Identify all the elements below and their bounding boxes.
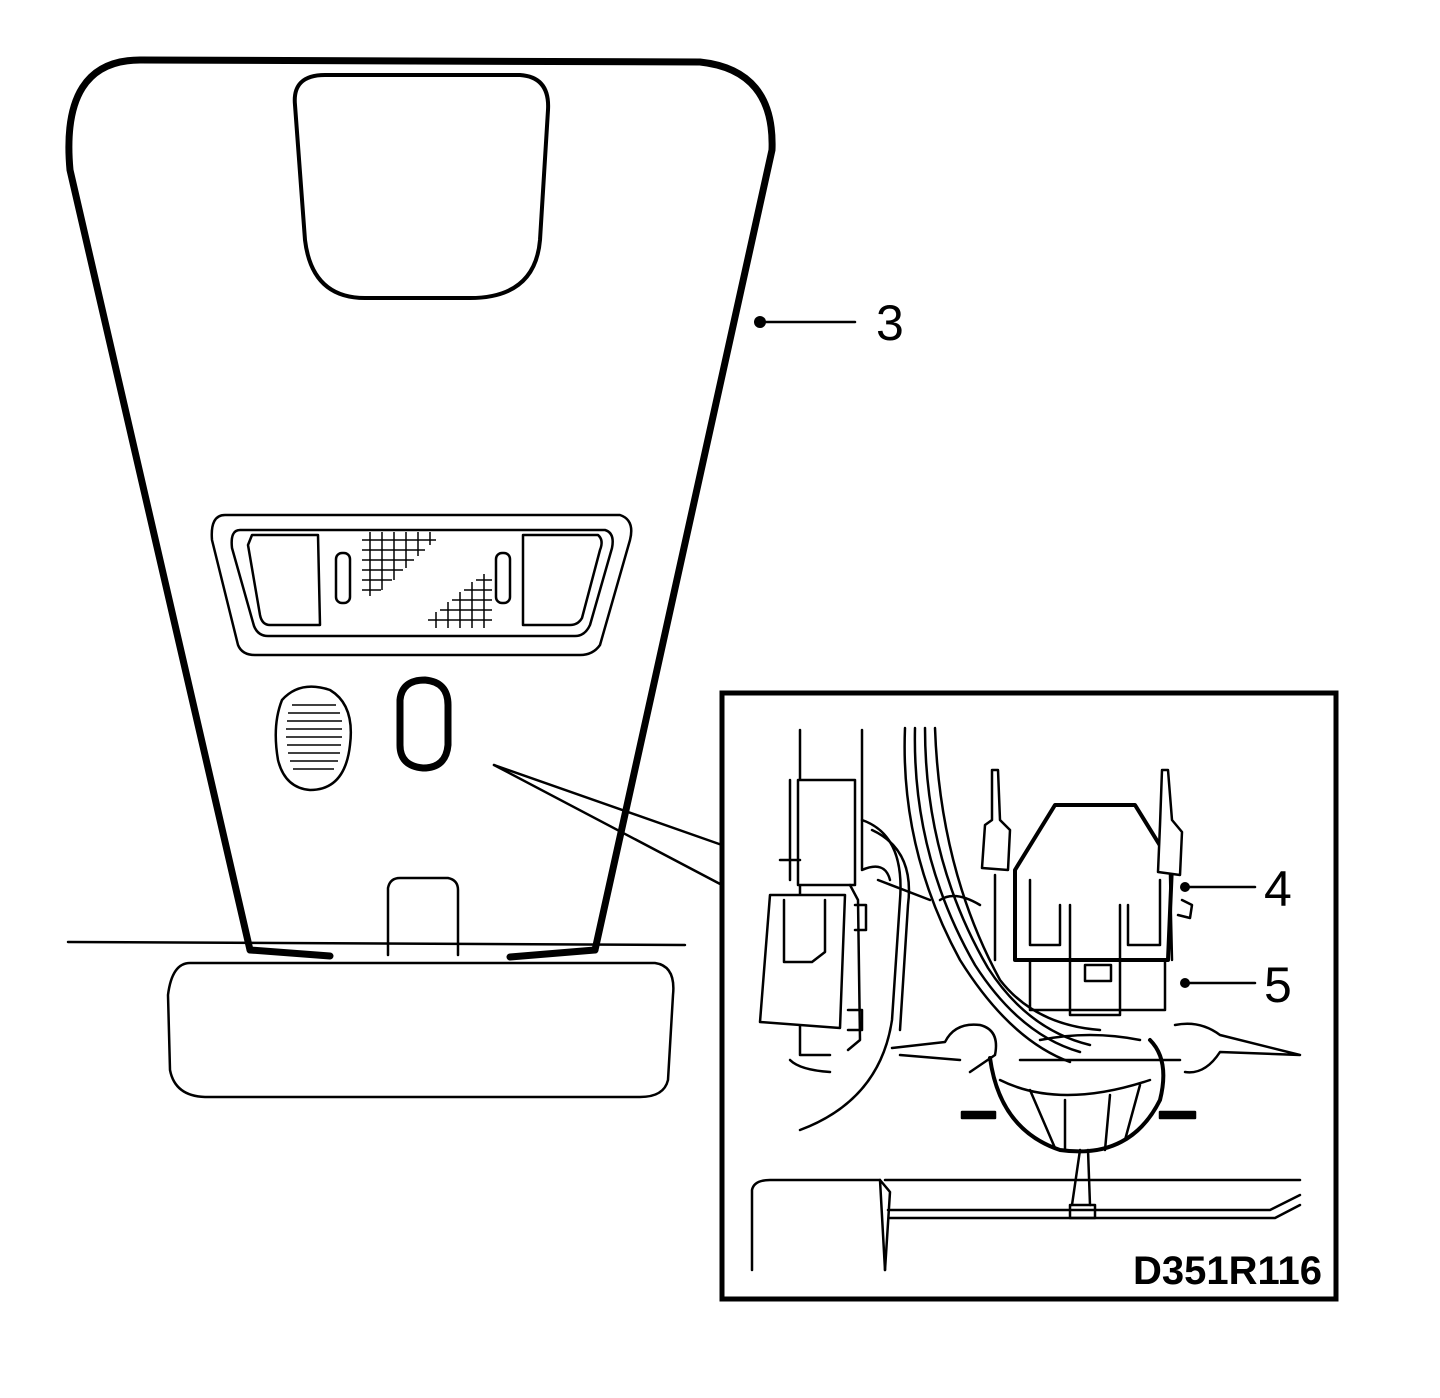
lamp-right-switch (494, 551, 512, 605)
lamp-frame-inner (230, 528, 614, 638)
wire-harness (903, 726, 1102, 1064)
console-bottom-left (246, 946, 334, 960)
connector-latches (980, 768, 1194, 962)
console-button (396, 676, 452, 772)
microphone-grille (274, 685, 352, 792)
callout-3: 3 (754, 295, 904, 351)
console-outline (65, 56, 776, 954)
rear-view-mirror (166, 961, 675, 1099)
headliner-line (66, 940, 687, 947)
lamp-lens-hatch-upper (362, 532, 436, 596)
overhead-console (65, 56, 776, 961)
lamp-lens-hatch-lower (428, 574, 492, 628)
upper-cover (292, 73, 551, 300)
lamp-right-lens (521, 533, 603, 627)
figure-code: D351R116 (1133, 1249, 1322, 1293)
reading-lamp (210, 513, 633, 657)
detail-inset: 4 5 D351R116 (719, 690, 1339, 1302)
mounting-clip (890, 1022, 1302, 1154)
connector-housing (1013, 803, 1174, 1017)
callout-4: 4 (1180, 861, 1292, 917)
callout-4-label: 4 (1264, 861, 1292, 917)
mirror-mount-stem (386, 876, 460, 957)
console-bottom-right (506, 946, 599, 961)
lamp-left-switch (334, 551, 352, 605)
callout-5: 5 (1180, 957, 1292, 1013)
lamp-frame-outer (210, 513, 633, 657)
lamp-left-lens (246, 533, 322, 627)
lower-trim (750, 1148, 1302, 1272)
detail-projection-lines (492, 763, 724, 887)
callout-5-label: 5 (1264, 957, 1292, 1013)
callout-3-label: 3 (876, 295, 904, 351)
side-bracket (758, 728, 932, 1132)
